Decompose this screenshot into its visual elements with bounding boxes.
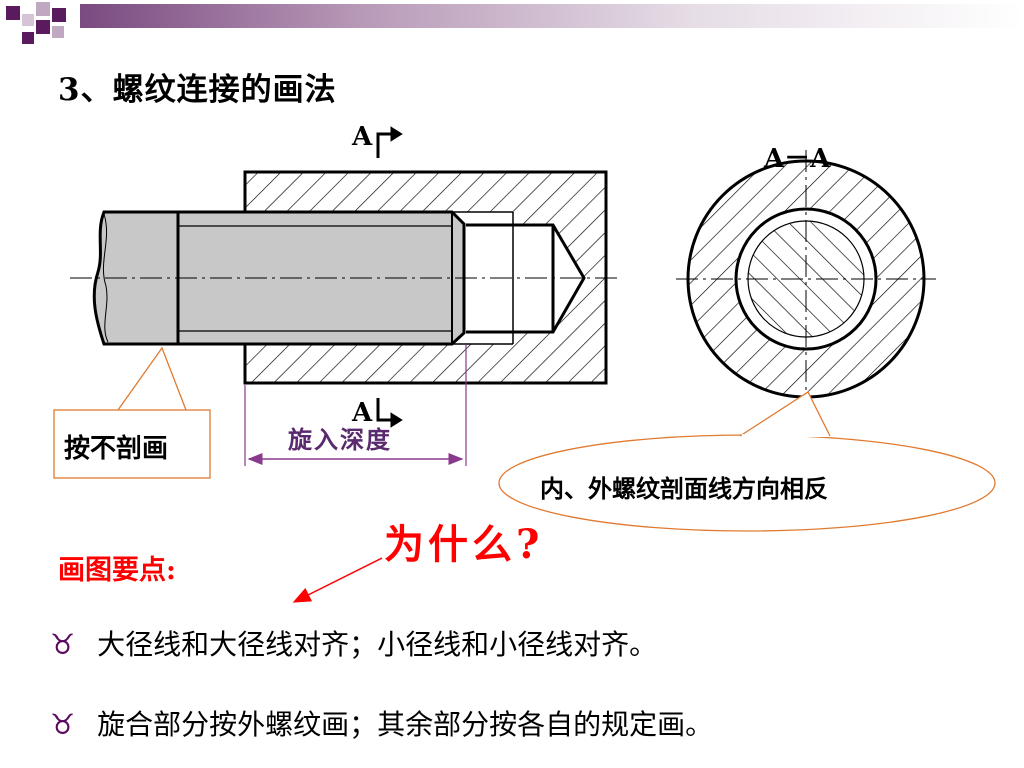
section-mark-bottom: A	[352, 398, 373, 428]
key-point-2: ♉ 旋合部分按外螺纹画；其余部分按各自的规定画。	[50, 703, 713, 743]
question-pointer-arrow	[292, 557, 383, 603]
taurus-bullet-icon: ♉	[50, 708, 76, 741]
section-cut-marks	[376, 126, 403, 428]
not-sectioned-note: 按不剖画	[64, 434, 169, 464]
key-points-heading: 画图要点:	[58, 555, 176, 586]
section-view-a-a	[676, 150, 936, 408]
taurus-bullet-icon: ♉	[50, 628, 76, 661]
hatch-direction-note: 内、外螺纹剖面线方向相反	[540, 474, 828, 503]
screw-depth-dimension	[244, 345, 467, 466]
section-mark-top: A	[352, 122, 373, 152]
slide-top-bar	[80, 4, 1024, 28]
why-question: 为什么?	[384, 521, 544, 568]
key-point-2-text: 旋合部分按外螺纹画；其余部分按各自的规定画。	[97, 708, 714, 741]
right-callout	[498, 391, 996, 532]
screw-depth-label: 旋入深度	[288, 425, 392, 454]
section-view-label: A－A	[764, 144, 831, 174]
slide-corner-decoration	[6, 2, 66, 44]
left-callout	[53, 346, 211, 479]
key-point-1: ♉ 大径线和大径线对齐；小径线和小径线对齐。	[50, 623, 657, 663]
key-point-1-text: 大径线和大径线对齐；小径线和小径线对齐。	[97, 628, 658, 661]
slide-title: 3、螺纹连接的画法	[58, 72, 337, 108]
